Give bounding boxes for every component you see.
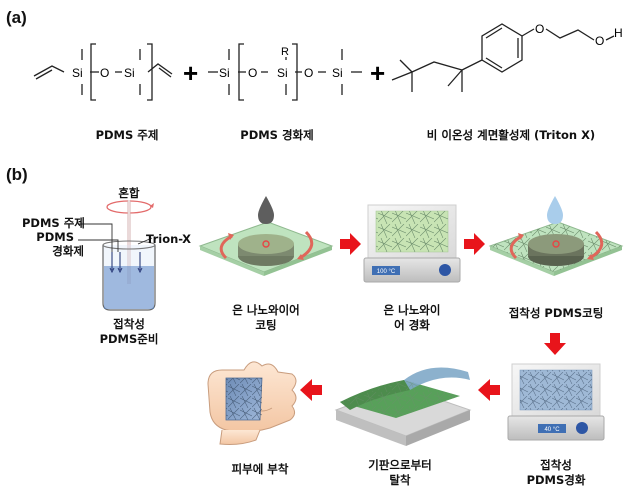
label-pdms-base: PDMS 주제 [95,128,159,142]
pdms-base-structure [33,43,173,101]
temperature-display: 40 °C [544,427,560,433]
atom-si: Si [332,66,343,80]
flow-arrow-left [300,379,322,401]
panel-label-b: (b) [6,165,28,184]
atom-si: Si [72,66,83,80]
atom-si: Si [219,66,230,80]
atom-si: Si [277,66,288,80]
flow-arrow [464,233,485,255]
label-pdms-curing: PDMS 경화제 [240,128,314,142]
label-triton-x: 비 이온성 계면활성제 (Triton X) [426,128,596,142]
atom-o: O [100,66,109,80]
label-detach: 기판으로부터 탈착 [368,458,432,487]
atom-o: O [304,66,313,80]
label-beaker-base: PDMS 주제 [22,216,85,230]
label-beaker-curing: 경화제 [52,244,84,258]
hotplate-pdms-illustration: 40 °C [507,363,605,441]
pdms-curing-structure [208,43,362,101]
atom-o: O [248,66,257,80]
flow-arrow [340,233,361,255]
skin-attach-illustration [207,361,297,445]
flow-arrow-down [544,333,566,355]
spin-coat-nanowire-illustration [198,196,334,276]
label-pdms-coating: 접착성 PDMS코팅 [508,306,604,320]
label-nanowire-curing: 은 나노와이 어 경화 [383,303,441,332]
label-triton: Trion-X [146,232,191,246]
label-pdms-curing-step: 접착성 PDMS경화 [526,458,586,487]
plus-sign: + [183,58,198,88]
atom-r: R [281,46,289,58]
label-mix: 혼합 [118,186,140,200]
plus-sign: + [370,58,385,88]
triton-x-structure [391,23,615,92]
label-beaker-pdms: PDMS [36,230,74,244]
label-attach-skin: 피부에 부착 [231,462,289,476]
atom-o: O [595,34,604,48]
atom-h: H [614,26,623,40]
beaker-illustration [78,200,156,311]
hotplate-nanowire-illustration: 100 °C [363,204,461,283]
peel-off-illustration [334,367,472,446]
atom-si: Si [124,66,135,80]
flow-arrow-left [478,379,500,401]
label-nanowire-coating: 은 나노와이어 코팅 [232,303,300,332]
spin-coat-pdms-illustration [488,196,624,276]
panel-label-a: (a) [6,8,27,27]
label-pdms-prep: 접착성 PDMS준비 [99,317,159,346]
atom-o: O [535,22,544,36]
temperature-display: 100 °C [377,269,396,275]
